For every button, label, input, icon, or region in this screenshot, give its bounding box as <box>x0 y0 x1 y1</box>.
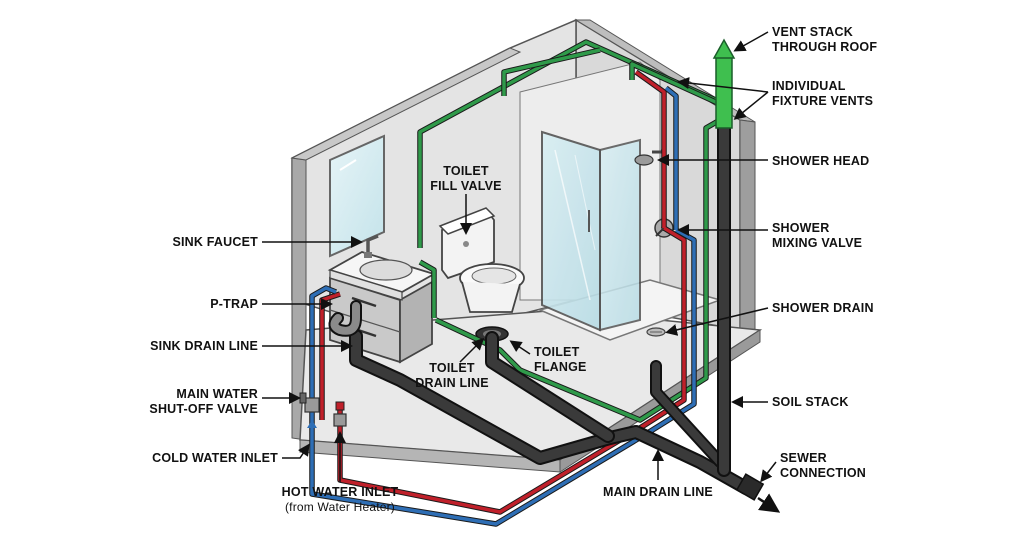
cold-water-inlet-arrow <box>307 420 317 440</box>
label-sewer-2: CONNECTION <box>780 466 866 480</box>
label-fill-valve-1: TOILET <box>443 164 489 178</box>
mirror <box>329 134 385 258</box>
label-sewer-1: SEWER <box>780 451 827 465</box>
label-main-drain-line: MAIN DRAIN LINE <box>603 485 713 499</box>
label-p-trap: P-TRAP <box>210 297 258 311</box>
shower-enclosure <box>537 130 723 341</box>
leader-sewer <box>760 461 777 483</box>
label-toilet-flange-1: TOILET <box>534 345 580 359</box>
vent-pipes <box>417 39 723 423</box>
label-vent-stack-1: VENT STACK <box>772 25 853 39</box>
label-shutoff-2: SHUT-OFF VALVE <box>149 402 258 416</box>
sink-basin <box>359 259 413 281</box>
label-sink-faucet: SINK FAUCET <box>172 235 258 249</box>
drain-pipes <box>349 117 753 495</box>
label-cold-water-inlet: COLD WATER INLET <box>152 451 278 465</box>
label-vent-stack-2: THROUGH ROOF <box>772 40 877 54</box>
label-fixture-vents-2: FIXTURE VENTS <box>772 94 873 108</box>
svg-text:HOT WATER INLET(from Water Hea: HOT WATER INLET(from Water Heater) <box>282 485 399 514</box>
leader-fixture-vents-1 <box>677 77 769 93</box>
label-soil-stack: SOIL STACK <box>772 395 849 409</box>
label-shower-head: SHOWER HEAD <box>772 154 869 168</box>
vent-stack-cap <box>712 38 736 129</box>
label-toilet-flange-2: FLANGE <box>534 360 587 374</box>
label-fill-valve-2: FILL VALVE <box>430 179 501 193</box>
toilet <box>438 207 525 313</box>
label-shutoff-1: MAIN WATER <box>176 387 258 401</box>
label-sink-drain-line: SINK DRAIN LINE <box>150 339 258 353</box>
label-mixing-valve-1: SHOWER <box>772 221 829 235</box>
shower-drain <box>646 327 666 337</box>
label-fixture-vents-1: INDIVIDUAL <box>772 79 846 93</box>
leader-lines <box>262 31 777 483</box>
sewer-connection <box>735 473 781 513</box>
leader-vent-stack <box>733 31 769 52</box>
leader-toilet-drain <box>459 337 485 363</box>
label-hot-inlet-2: (from Water Heater) <box>285 500 395 514</box>
label-mixing-valve-2: MIXING VALVE <box>772 236 862 250</box>
hot-water-valve <box>333 401 347 427</box>
label-toilet-drain-1: TOILET <box>429 361 475 375</box>
sink-faucet <box>364 234 379 258</box>
leader-cold-inlet <box>282 443 310 459</box>
leader-toilet-flange <box>509 340 531 355</box>
leader-fixture-vents-2 <box>733 91 769 120</box>
label-toilet-drain-2: DRAIN LINE <box>415 376 489 390</box>
label-hot-inlet-1: HOT WATER INLET <box>282 485 399 499</box>
p-trap <box>328 300 362 337</box>
label-shower-drain: SHOWER DRAIN <box>772 301 874 315</box>
leader-shower-drain <box>665 307 769 336</box>
